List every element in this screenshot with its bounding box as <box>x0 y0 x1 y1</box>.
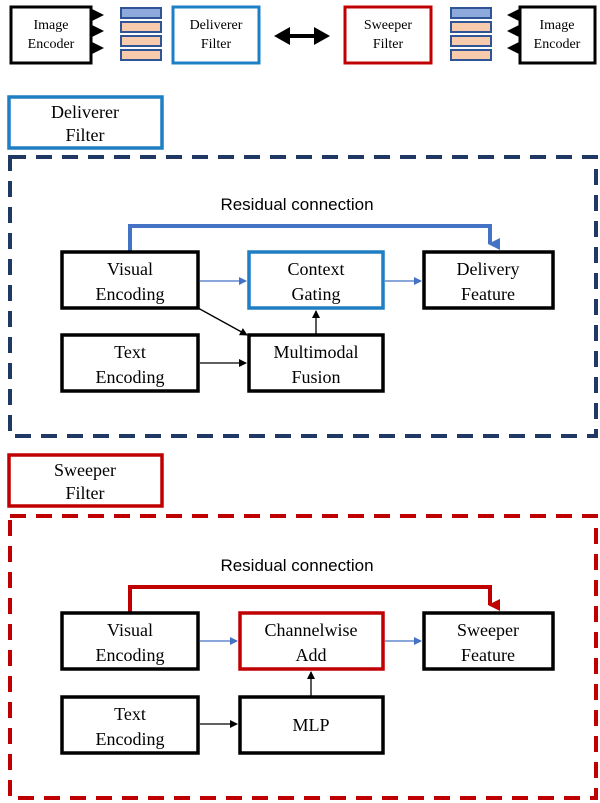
sweeper-residual-connection-arrow <box>128 585 500 613</box>
deliverer-visual-encoding-label-line1: Visual <box>107 259 153 279</box>
deliverer-text-encoding-label-line2: Encoding <box>96 367 165 387</box>
sweeper-filter-mini-label-line1: Sweeper <box>364 18 413 33</box>
left-encoder-output-arrowhead <box>92 9 104 21</box>
sweeper-visual-encoding-box <box>60 611 200 671</box>
multimodal-fusion-label-line2: Fusion <box>291 367 340 387</box>
left-image-encoder-label-line2: Encoder <box>28 37 75 52</box>
deliverer-filter-mini-box <box>171 5 261 65</box>
multimodal-fusion-box <box>247 333 385 393</box>
right-image-encoder-label-line1: Image <box>540 18 575 33</box>
deliverer-visual-encoding-label-line2: Encoding <box>96 284 165 304</box>
context-gating-label-line1: Context <box>288 259 345 279</box>
sweeper-filter-mini-label-line2: Filter <box>373 37 404 52</box>
deliverer-text-encoding-box <box>60 333 200 393</box>
sweeper-filter-title-box <box>7 453 164 508</box>
sweeper-filter-title-line2: Filter <box>66 483 105 503</box>
left-encoder-output-arrowhead <box>92 42 104 54</box>
deliverer-filter-title-line1: Deliverer <box>51 102 119 122</box>
sweeper-filter-section: Sweeper Filter Residual connection Visua… <box>7 453 598 800</box>
delivery-feature-label-line1: Delivery <box>457 259 520 279</box>
sweeper-filter-mini-box <box>343 5 433 65</box>
left-image-encoder-box <box>9 5 93 65</box>
deliverer-residual-connection-arrow <box>128 224 500 252</box>
left-feature-stack-icon <box>120 7 162 61</box>
right-image-encoder-box <box>518 5 597 65</box>
deliverer-filter-section: Deliverer Filter Residual connection Vis… <box>7 95 598 438</box>
top-overview-row: Image Encoder Deliverer Filter Sweeper F… <box>9 5 597 65</box>
deliverer-residual-connection-label: Residual connection <box>220 195 373 214</box>
mlp-label: MLP <box>292 715 329 735</box>
bidirectional-arrow-icon <box>274 27 330 45</box>
deliverer-visual-encoding-box <box>60 250 200 310</box>
delivery-feature-label-line2: Feature <box>461 284 515 304</box>
right-encoder-output-arrowhead <box>507 42 519 54</box>
visual-to-fusion-arrow <box>197 307 248 336</box>
context-gating-box <box>247 250 385 310</box>
sweeper-feature-box <box>422 611 555 671</box>
right-encoder-output-arrowhead <box>507 9 519 21</box>
sweeper-visual-encoding-label-line2: Encoding <box>96 645 165 665</box>
sweeper-text-encoding-label-line1: Text <box>114 704 146 724</box>
deliverer-filter-title-line2: Filter <box>66 125 105 145</box>
deliverer-filter-title-box <box>7 95 164 150</box>
deliverer-filter-dashed-frame <box>8 155 598 438</box>
delivery-feature-box <box>422 250 555 310</box>
mlp-box <box>238 695 385 755</box>
sweeper-visual-encoding-label-line1: Visual <box>107 620 153 640</box>
context-gating-label-line2: Gating <box>292 284 341 304</box>
channelwise-add-box <box>238 611 385 671</box>
right-image-encoder-label-line2: Encoder <box>534 37 581 52</box>
sweeper-filter-dashed-frame <box>8 514 598 800</box>
sweeper-filter-title-line1: Sweeper <box>54 460 116 480</box>
left-image-encoder-label-line1: Image <box>34 18 69 33</box>
deliverer-filter-mini-label-line1: Deliverer <box>190 18 243 33</box>
sweeper-text-encoding-box <box>60 695 200 755</box>
sweeper-text-encoding-label-line2: Encoding <box>96 729 165 749</box>
deliverer-filter-mini-label-line2: Filter <box>201 37 232 52</box>
right-feature-stack-icon <box>450 7 492 61</box>
channelwise-add-label-line1: Channelwise <box>265 620 358 640</box>
right-encoder-output-arrowhead <box>507 25 519 37</box>
sweeper-feature-label-line2: Feature <box>461 645 515 665</box>
sweeper-residual-connection-label: Residual connection <box>220 556 373 575</box>
channelwise-add-label-line2: Add <box>296 645 327 665</box>
deliverer-text-encoding-label-line1: Text <box>114 342 146 362</box>
sweeper-feature-label-line1: Sweeper <box>457 620 519 640</box>
multimodal-fusion-label-line1: Multimodal <box>274 342 359 362</box>
left-encoder-output-arrowhead <box>92 25 104 37</box>
